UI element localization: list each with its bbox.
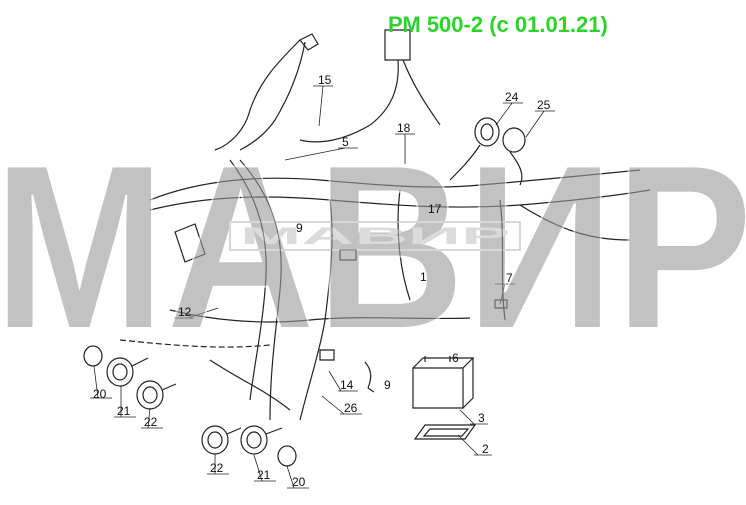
watermark-text: МАВИР	[0, 115, 746, 378]
watermark: МАВИР МАВИР	[0, 114, 746, 379]
callout-20-bottom: 20	[292, 475, 306, 489]
callout-2: 2	[482, 442, 489, 456]
callout-6: 6	[452, 351, 459, 365]
callout-3: 3	[478, 411, 485, 425]
watermark-subtext: МАВИР	[240, 223, 510, 250]
callout-9-lower: 9	[384, 378, 391, 392]
callout-22-left: 22	[144, 415, 158, 429]
callout-14: 14	[340, 378, 354, 392]
callout-25: 25	[537, 98, 551, 112]
callout-21-left: 21	[117, 404, 131, 418]
leader-lines	[90, 85, 555, 489]
callout-22-bottom: 22	[210, 461, 224, 475]
callout-20-left: 20	[93, 387, 107, 401]
callout-1: 1	[420, 270, 427, 284]
callout-18: 18	[397, 121, 411, 135]
callout-21-bottom: 21	[257, 468, 271, 482]
diagram-title: РМ 500-2 (с 01.01.21)	[388, 12, 608, 37]
callout-5: 5	[342, 135, 349, 149]
callout-12: 12	[178, 305, 192, 319]
callout-17: 17	[428, 202, 442, 216]
callout-7: 7	[506, 271, 513, 285]
callouts: 15 24 25 18 5 17 1 7 12 9 9 6 14 26 3 2 …	[93, 73, 551, 489]
callout-26: 26	[344, 401, 358, 415]
callout-15: 15	[318, 73, 332, 87]
callout-9-upper: 9	[296, 221, 303, 235]
callout-24: 24	[505, 90, 519, 104]
harness-drawing	[83, 29, 651, 467]
